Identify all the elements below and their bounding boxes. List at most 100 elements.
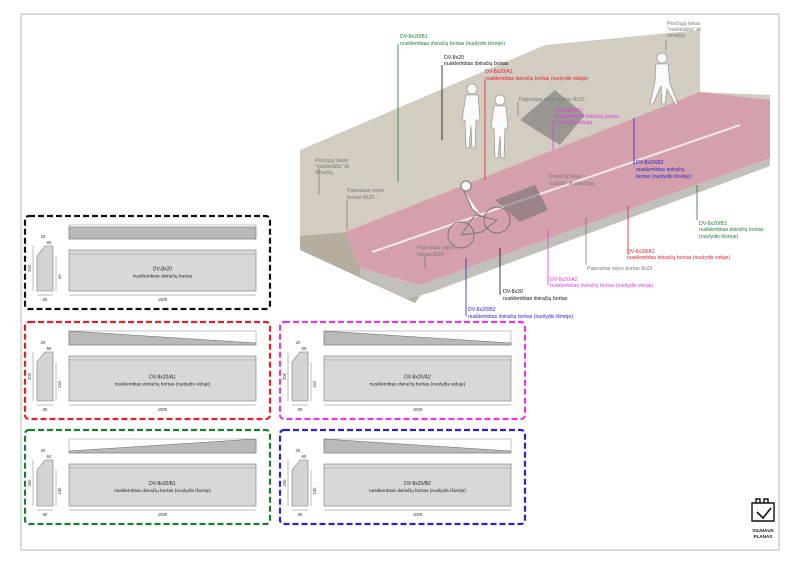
- plan-view-slope: [323, 438, 512, 454]
- callout-b1-right-desc1: nusklembtas dviračių bortas: [699, 227, 764, 233]
- dim-base-width: 80: [298, 512, 303, 517]
- dim-length: 1000: [158, 407, 168, 412]
- callout-paprastas-mid-2: bortas 8x20: [417, 252, 444, 258]
- dim-height: 200: [282, 372, 287, 380]
- callout-a2-desc: nusklembtas dviračių bortas: [555, 114, 620, 120]
- dim-length: 1000: [413, 512, 423, 517]
- isometric-scene: [300, 30, 770, 303]
- cyclist-body: [463, 190, 483, 218]
- dim-side-height: 150: [312, 487, 317, 495]
- lane-divider-line: [371, 124, 741, 253]
- panel-desc: nusklembtas dviračių bortas (nuolydis iš…: [114, 488, 211, 494]
- callout-b2-low-code: DV-8x20/B2: [468, 307, 496, 313]
- callout-a1-right-desc: nusklembtas dviračių bortas (nuolydis vi…: [627, 255, 730, 261]
- cyclist-shadow: [495, 185, 548, 222]
- panel-code: DV-8x20/B2: [404, 481, 431, 487]
- callout-leaders: [318, 40, 698, 316]
- panel-code: DV-8x20/A2: [404, 375, 431, 381]
- callout-plain-code: DV-8x20: [444, 55, 464, 61]
- cross-section-shape: [36, 245, 54, 292]
- callout-paprastas-mid-1: Paprastas vejos: [417, 245, 454, 251]
- cross-section-shape: [291, 459, 309, 507]
- elevation-view: [68, 463, 257, 507]
- dim-length: 1000: [413, 407, 423, 412]
- cyclist-figure: [447, 180, 511, 249]
- callout-ped-left-1: Pėsčiųjų takas: [315, 158, 349, 164]
- panel-code: DV-8x20/A1: [149, 375, 176, 381]
- dim-top-width: 20: [41, 448, 46, 453]
- callout-a2-low-code: DV-8x20/A2: [550, 277, 578, 283]
- callout-a1-right-code: DV-8x20/A1: [627, 249, 655, 255]
- panel-desc: nusklembtas dviračių bortas: [133, 274, 193, 280]
- callout-ped-right-1: Pėsčiųjų takas: [667, 21, 701, 27]
- callout-b1-desc: nusklembtas dviračių bortas (nuolydis iš…: [400, 41, 505, 47]
- panel-desc: nusklembtas dviračių bortas (nuolydis iš…: [369, 488, 466, 494]
- dim-height: 200: [27, 479, 32, 487]
- plan-view-slope: [68, 330, 257, 346]
- callout-ped-right-2: "nusileidžia" iki: [667, 27, 701, 33]
- elevation-view: [323, 355, 512, 402]
- dim-base-width: 80: [298, 407, 303, 412]
- pedestrian-1-body: [461, 94, 481, 149]
- cross-section-shape: [291, 351, 309, 402]
- callout-b2-top-desc2: bortas (nuolydis išorėje): [636, 174, 691, 180]
- callout-b2-top-code: DV-8x20/B2: [636, 160, 664, 166]
- pedestrian-1-head: [466, 83, 478, 95]
- plan-view-slope: [68, 226, 257, 240]
- pedestrian-3-head: [656, 52, 668, 64]
- dim-top-width-2: 60: [302, 346, 307, 351]
- callout-a1-desc: nusklembtas dviračių bortas (nuolydis vi…: [485, 76, 588, 82]
- panel-desc: nusklembtas dviračių bortas (nuolydis vi…: [115, 382, 211, 388]
- vilniaus-planas-logo: VILNIAUS PLANAS: [751, 498, 775, 539]
- callout-paprastas-left-2: bortas 8x20: [347, 195, 374, 201]
- pedestrian-2-body: [490, 105, 509, 159]
- pedestrian-figures: [461, 52, 679, 159]
- dim-top-width-2: 60: [302, 454, 307, 459]
- callout-a2-low-desc: nusklembtas dviračių bortas (nuolydis vi…: [550, 283, 653, 289]
- logo-crown-icon: [751, 498, 775, 522]
- dim-top-width-2: 60: [47, 454, 52, 459]
- dim-height: 200: [27, 264, 32, 272]
- pedestrian-2-head: [494, 94, 506, 106]
- callout-labels: DV-8x20/B1 nusklembtas dviračių bortas (…: [315, 21, 764, 320]
- callout-ped-left-3: dviračių: [315, 170, 333, 176]
- callout-paprastas-top: Paprastas vejos bortas 8x20: [519, 97, 585, 103]
- dim-height: 200: [27, 372, 32, 380]
- callout-b2-low-desc: nusklembtas dviračių bortas (nuolydis iš…: [468, 314, 573, 320]
- cross-section-shape: [36, 351, 54, 402]
- callout-a2-desc2: (nuolydis viduje): [555, 120, 593, 126]
- dim-top-width: 20: [41, 234, 46, 239]
- plan-view-slope: [323, 330, 512, 346]
- callout-b1-right-desc2: (nuolydis išorėje): [699, 234, 738, 240]
- bike-frame: [460, 214, 499, 236]
- callout-plain-desc: nusklembtas dviračių bortas: [444, 61, 509, 67]
- dim-length: 1000: [158, 297, 168, 302]
- callout-paprastas-left-1: Paprastas vejos: [347, 188, 384, 194]
- callout-paprastas-right: Paprastas vejos bortas 8x20: [587, 266, 653, 272]
- bike-front-wheel: [483, 206, 511, 234]
- callout-bike-up-1: Dviračių takas: [549, 174, 582, 180]
- dim-top-width: 20: [41, 340, 46, 345]
- dim-side-height: 150: [57, 487, 62, 495]
- callout-plain-low-code: DV-8x20: [503, 289, 523, 295]
- elevation-view: [68, 355, 257, 402]
- soil-edge: [300, 232, 420, 303]
- logo-line2: PLANAS: [754, 534, 773, 539]
- callout-b1-right-code: DV-8x20/B1: [699, 221, 727, 227]
- curb-front-edge: [360, 158, 770, 298]
- callout-bike-up-2: "užkyla" iki pėsčiųjų: [549, 181, 594, 187]
- callout-b1-code: DV-8x20/B1: [400, 34, 428, 40]
- panel-desc: nusklembtas dviračių bortas (nuolydis vi…: [370, 382, 466, 388]
- pedestrian-3-body: [649, 63, 679, 105]
- dim-side-height: 140: [57, 380, 62, 388]
- dim-top-width-2: 60: [47, 346, 52, 351]
- elevation-view: [68, 249, 257, 292]
- logo-mark-icon: [756, 507, 772, 520]
- panel-code: DV-8x20/B1: [149, 481, 176, 487]
